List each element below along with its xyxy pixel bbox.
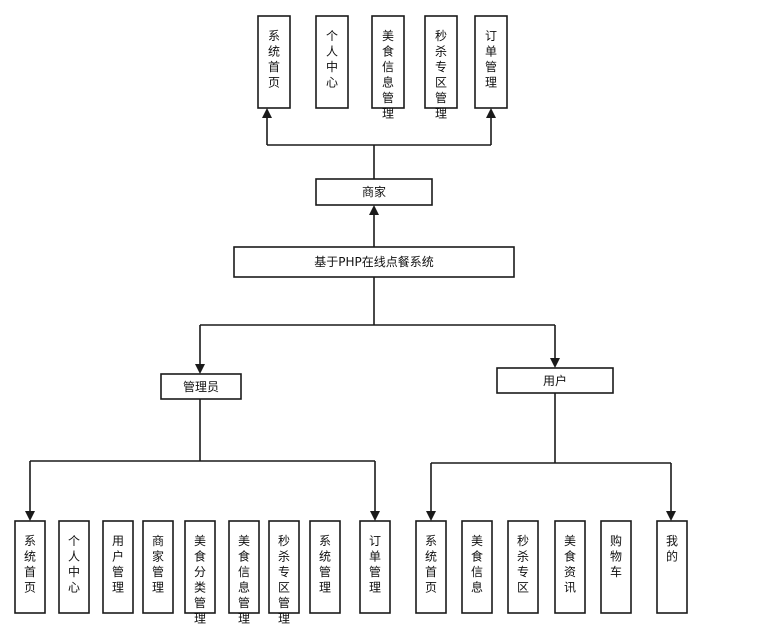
merchant-module-label: 个人中心 (326, 29, 338, 90)
admin-module-8: 系统管理 (309, 520, 341, 614)
admin-module-4: 商家管理 (142, 520, 174, 614)
admin-module-label: 商家管理 (152, 533, 164, 595)
arrow-to-admin-order-management (370, 511, 380, 521)
arrow-to-user (550, 358, 560, 368)
merchant-module-5: 订单管理 (474, 15, 508, 109)
arrow-to-merchant-order-management (486, 108, 496, 118)
admin-module-1: 系统首页 (14, 520, 46, 614)
connectors (29, 116, 672, 513)
admin-module-box (228, 520, 260, 614)
merchant-module-label: 订单管理 (485, 29, 497, 90)
root-node: 基于PHP在线点餐系统 (233, 246, 515, 278)
user-module-box (461, 520, 493, 614)
admin-module-label: 订单管理 (369, 534, 381, 595)
user-module-6: 我的 (656, 520, 688, 614)
user-module-3: 秒杀专区 (507, 520, 539, 614)
admin-node: 管理员 (160, 373, 242, 400)
arrow-to-merchant-system-home (262, 108, 272, 118)
admin-module-2: 个人中心 (58, 520, 90, 614)
merchant-module-label: 秒杀专区管理 (435, 29, 447, 121)
admin-module-box (58, 520, 90, 614)
user-module-label: 系统首页 (425, 534, 437, 595)
arrow-to-user-mine (666, 511, 676, 521)
user-label: 用户 (543, 373, 567, 388)
user-modules: 系统首页 美食信息 秒杀专区 美食资讯 购物车 我的 (415, 520, 688, 614)
user-module-box (415, 520, 447, 614)
user-module-1: 系统首页 (415, 520, 447, 614)
arrowheads (25, 108, 676, 521)
user-module-2: 美食信息 (461, 520, 493, 614)
root-label: 基于PHP在线点餐系统 (314, 254, 434, 269)
user-module-label: 美食资讯 (564, 534, 576, 595)
merchant-modules: 系统首页 个人中心 美食信息管理 秒杀专区管理 订单管理 (257, 15, 508, 121)
merchant-module-label: 美食信息管理 (382, 29, 394, 121)
merchant-module-box (474, 15, 508, 109)
admin-module-7: 秒杀专区管理 (268, 520, 300, 626)
merchant-module-1: 系统首页 (257, 15, 291, 109)
merchant-node: 商家 (315, 178, 433, 206)
arrow-to-admin (195, 364, 205, 374)
user-module-label: 秒杀专区 (517, 534, 529, 595)
merchant-module-label: 系统首页 (268, 29, 280, 90)
user-module-box (507, 520, 539, 614)
admin-module-label: 美食信息管理 (238, 534, 250, 626)
arrow-to-admin-system-home (25, 511, 35, 521)
admin-module-9: 订单管理 (359, 520, 391, 614)
merchant-module-box (257, 15, 291, 109)
admin-module-box (309, 520, 341, 614)
arrow-to-merchant (369, 205, 379, 215)
merchant-module-box (371, 15, 405, 109)
admin-module-label: 系统首页 (24, 534, 36, 595)
admin-module-3: 用户管理 (102, 520, 134, 614)
user-node: 用户 (496, 367, 614, 394)
admin-module-box (14, 520, 46, 614)
admin-module-box (102, 520, 134, 614)
admin-module-label: 系统管理 (319, 534, 331, 595)
merchant-module-2: 个人中心 (315, 15, 349, 109)
user-module-label: 美食信息 (471, 534, 483, 595)
admin-module-box (184, 520, 216, 614)
admin-modules: 系统首页 个人中心 用户管理 商家管理 美食分类管理 美食信息管理 秒杀专区管理 系统管理 订单… (14, 520, 391, 626)
user-module-box (600, 520, 632, 614)
merchant-module-4: 秒杀专区管理 (424, 15, 458, 121)
user-module-box (554, 520, 586, 614)
user-module-5: 购物车 (600, 520, 632, 614)
admin-module-box (142, 520, 174, 614)
merchant-label: 商家 (362, 184, 386, 199)
user-module-4: 美食资讯 (554, 520, 586, 614)
admin-module-box (268, 520, 300, 614)
admin-module-label: 个人中心 (68, 534, 80, 595)
user-module-label: 购物车 (610, 533, 622, 579)
arrow-to-user-system-home (426, 511, 436, 521)
merchant-module-box (424, 15, 458, 109)
admin-module-label: 秒杀专区管理 (278, 534, 290, 626)
admin-module-5: 美食分类管理 (184, 520, 216, 626)
admin-module-label: 用户管理 (112, 534, 124, 595)
admin-module-label: 美食分类管理 (194, 534, 206, 626)
merchant-module-box (315, 15, 349, 109)
admin-module-box (359, 520, 391, 614)
merchant-module-3: 美食信息管理 (371, 15, 405, 121)
admin-module-6: 美食信息管理 (228, 520, 260, 626)
admin-label: 管理员 (183, 379, 219, 394)
user-module-box (656, 520, 688, 614)
user-module-label: 我的 (666, 534, 678, 564)
